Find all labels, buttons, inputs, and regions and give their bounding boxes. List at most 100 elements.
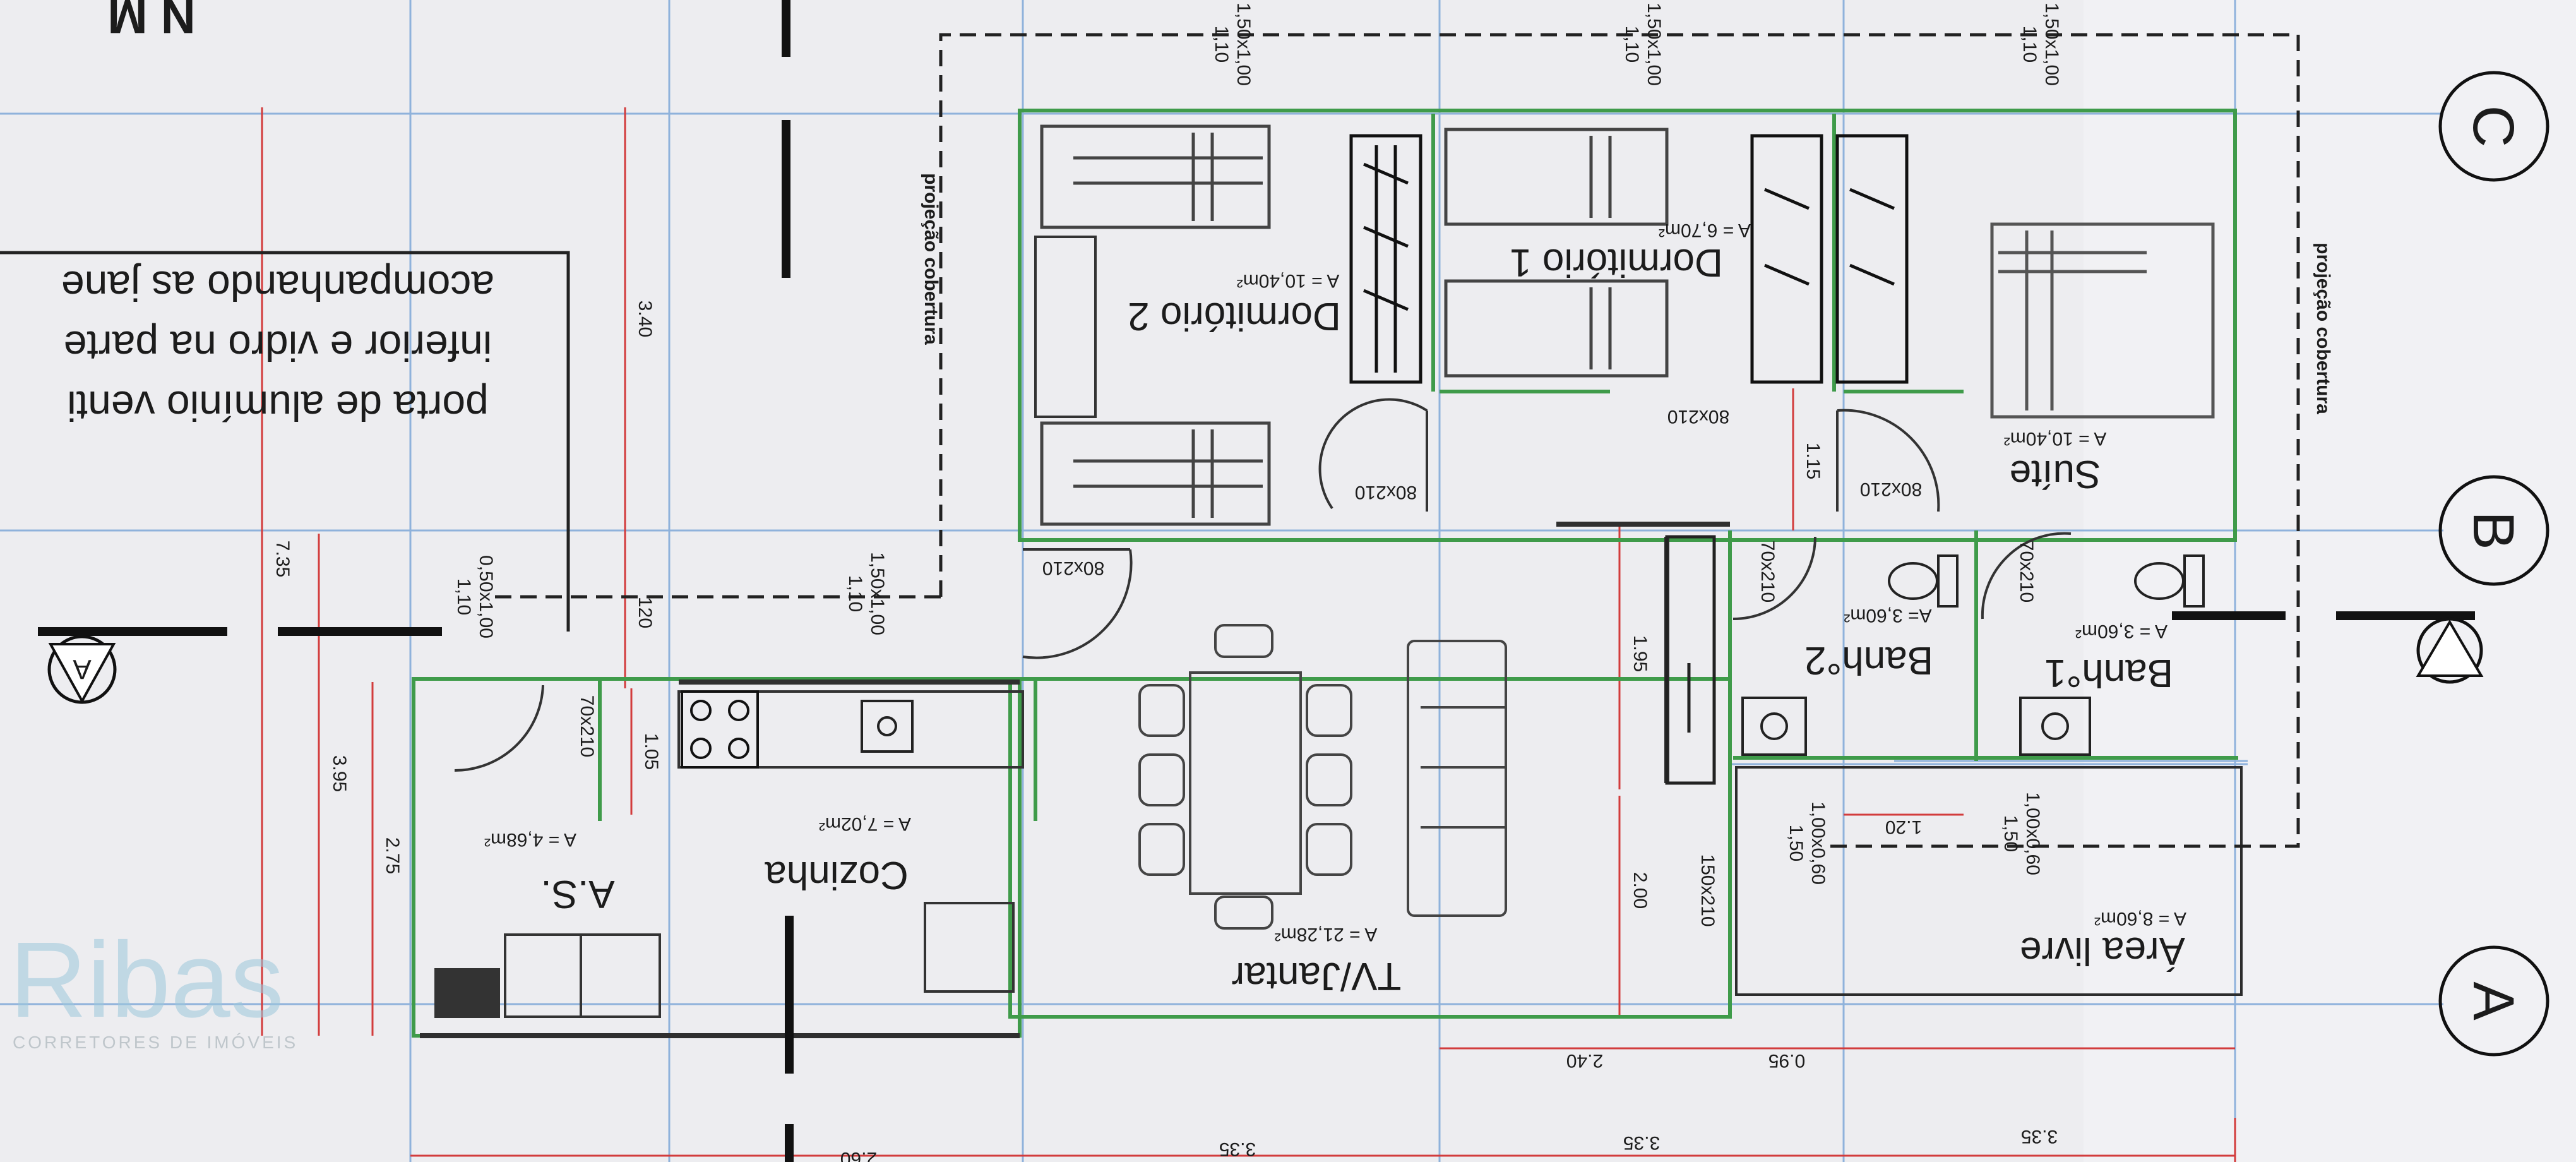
room-suite-area: A = 10,40m² (2004, 428, 2107, 449)
wardrobe-dorm2 (1349, 134, 1422, 384)
toilet-banh1 (2134, 554, 2205, 608)
window-as-sill: 1,10 (453, 578, 474, 615)
room-dormitorio-2-name: Dormitório 2 (1128, 294, 1341, 338)
dim-120h-label: 1.20 (1885, 817, 1922, 837)
dim-275-label: 2.75 (382, 837, 403, 874)
room-cozinha-name: Cozinha (765, 853, 909, 897)
axis-label-c: C (2461, 105, 2525, 147)
door-living-label: 80x210 (1042, 558, 1104, 578)
fridge (924, 902, 1015, 993)
room-banh1-name: Banh°1 (2044, 651, 2173, 695)
toilet-banh2 (1888, 554, 1959, 608)
wardrobe-dorm1 (1750, 134, 1909, 384)
grid-lines (0, 0, 2443, 1162)
dim-105-label: 1.05 (641, 733, 662, 770)
door-bath2-label: 70x210 (1757, 541, 1778, 602)
window-top2-sill: 1,10 (1621, 26, 1642, 63)
room-tv-jantar-name: TV/Jantar (1232, 954, 1402, 998)
bed-dorm2-b (1040, 421, 1271, 526)
room-tv-jantar-area: A = 21,28m² (1275, 924, 1378, 945)
roof-projection-label-left: projeção cobertura (921, 173, 941, 345)
window-bath1-size: 1,00x0,60 (2022, 792, 2043, 875)
watermark: Ribas CORRETORES DE IMÓVEIS (9, 920, 298, 1052)
dim-335c-label: 3.35 (2021, 1126, 2058, 1147)
dim-335b-label: 3.35 (1623, 1132, 1660, 1153)
sofa (1407, 640, 1507, 917)
window-mid-size: 1,50x1,00 (867, 552, 888, 635)
window-bath2-size: 1,00x0,60 (1808, 801, 1828, 885)
watermark-brand: Ribas (9, 920, 284, 1040)
room-cozinha-area: A = 7,02m² (819, 813, 911, 834)
dim-200-label: 2.00 (1630, 872, 1650, 909)
dimension-lines (261, 107, 2236, 1162)
north-label: N M (107, 0, 195, 43)
section-marker-right (2416, 617, 2484, 684)
dim-340-label: 3.40 (635, 301, 655, 337)
sink-banh1 (2019, 697, 2091, 756)
window-as-size: 0,50x1,00 (475, 555, 496, 638)
section-marker-left: A (47, 635, 117, 704)
door-as-label: 70x210 (576, 695, 597, 757)
room-suite-name: Suíte (2010, 452, 2101, 496)
axis-bubbles (2438, 71, 2549, 1057)
note-line-2: inferior e vidro na parte (64, 323, 492, 369)
axis-label-b: B (2461, 511, 2525, 549)
window-bath2-sill: 1,50 (1786, 825, 1806, 861)
dim-total-label: 7.35 (272, 541, 293, 577)
tv-rack (1665, 535, 1716, 785)
window-top3-size: 1,50x1,00 (2041, 3, 2062, 86)
axis-label-a: A (2461, 981, 2525, 1021)
bed-dorm1-a (1444, 128, 1669, 226)
room-banh1-area: A = 3,60m² (2075, 621, 2168, 642)
note-box: acompanhando as jane inferior e vidro na… (0, 251, 570, 632)
kitchen-counter (677, 690, 1024, 769)
room-as-area: A = 4,68m² (484, 829, 576, 850)
laundry-tanks (434, 933, 661, 1018)
dim-115-label: 1.15 (1803, 443, 1823, 479)
nightstand-dorm2 (1034, 236, 1097, 418)
window-top-sill: 1,10 (1211, 26, 1232, 63)
bed-suite (1990, 222, 2215, 419)
room-banh2-name: Banh°2 (1804, 638, 1933, 682)
axis-marker-bars (38, 0, 2475, 1162)
door-suite-label: 80x210 (1860, 479, 1922, 500)
window-mid-sill: 1,10 (845, 575, 866, 612)
window-bath1-sill: 1,50 (2000, 815, 2021, 852)
room-area-livre-name: Área livre (2020, 929, 2185, 973)
dim-395-label: 3.95 (329, 755, 350, 792)
dim-335a-label: 3.35 (1219, 1139, 1256, 1159)
roof-projection-label-right: projeção cobertura (2313, 243, 2334, 414)
window-top-size: 1,50x1,00 (1233, 3, 1254, 86)
stove (681, 690, 759, 769)
bed-dorm1-b (1444, 279, 1669, 378)
window-top2-size: 1,50x1,00 (1643, 3, 1664, 86)
dim-195-label: 1.95 (1630, 635, 1650, 672)
door-swings (454, 398, 2072, 772)
dim-edge-label: 2.60 (840, 1148, 877, 1162)
watermark-subtitle: CORRETORES DE IMÓVEIS (13, 1033, 298, 1052)
door-dorm2-label: 80x210 (1355, 482, 1417, 503)
note-line-3: porta de alumínio venti (67, 383, 489, 429)
sink-banh2 (1741, 697, 1807, 756)
kitchen-sink (861, 700, 914, 753)
roof-projection-line (492, 33, 2300, 848)
window-top3-sill: 1,10 (2019, 26, 2040, 63)
door-front-label: 150x210 (1697, 854, 1718, 926)
room-as-name: A.S. (540, 872, 614, 916)
room-dormitorio-1-name: Dormitório 1 (1510, 241, 1723, 284)
door-dorm1-label: 80x210 (1667, 406, 1729, 427)
dining-set (1138, 624, 1352, 930)
room-dormitorio-2-area: A = 10,40m² (1237, 270, 1340, 291)
dim-095-label: 0.95 (1768, 1050, 1805, 1071)
dim-240-label: 2.40 (1566, 1050, 1603, 1071)
room-banh2-area: A= 3,60m² (1844, 605, 1931, 626)
bed-dorm2-a (1040, 124, 1271, 229)
note-line-1: acompanhando as jane (61, 263, 494, 309)
section-marker-left-label: A (73, 654, 92, 685)
room-area-livre-area: A = 8,60m² (2094, 908, 2186, 929)
door-bath1-label: 70x210 (2016, 541, 2037, 602)
dim-120-label: 120 (635, 597, 655, 628)
paper-shade (2084, 0, 2576, 1162)
room-dormitorio-1-area: A = 6,70m² (1659, 220, 1751, 241)
